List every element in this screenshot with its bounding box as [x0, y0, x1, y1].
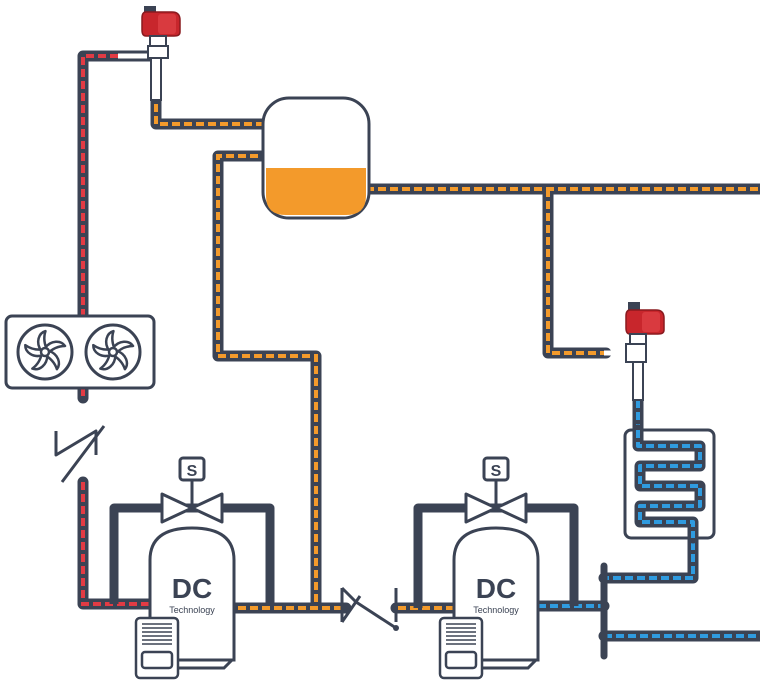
check-valve-icon [340, 586, 399, 631]
liquid-flow-top [154, 104, 268, 126]
solenoid-label: S [187, 463, 198, 480]
solenoid-valve-icon: S [464, 456, 528, 524]
expansion-valve-icon [141, 6, 181, 101]
compressor-subtitle: Technology [473, 605, 519, 615]
receiver-liquid-level [266, 168, 366, 215]
condenser-unit [4, 314, 156, 390]
fan-icon [84, 323, 142, 381]
check-valve-icon [54, 425, 106, 483]
liquid-flow-loop [216, 154, 318, 604]
compressor-group-1: S DC Technology [109, 456, 275, 680]
suction-flow-coil-out [606, 530, 695, 580]
compressor-brand: DC [172, 573, 212, 604]
expansion-valve-icon [625, 302, 665, 401]
compressor-icon: DC Technology [438, 526, 540, 680]
coil-flow [636, 430, 702, 538]
compressor-icon: DC Technology [134, 526, 236, 680]
solenoid-label: S [491, 463, 502, 480]
inverter-box [438, 616, 484, 680]
suction-pipe-header [518, 600, 760, 642]
fan-icon [16, 323, 74, 381]
discharge-line [77, 50, 166, 610]
discharge-flow [81, 54, 155, 606]
solenoid-valve-icon: S [160, 456, 224, 524]
evaporator-coil [623, 424, 716, 544]
liquid-flow-right [366, 187, 760, 355]
compressor-subtitle: Technology [169, 605, 215, 615]
compressor-group-2: S DC Technology [413, 456, 579, 680]
liquid-pipe-right [360, 183, 760, 359]
liquid-pipe-top [150, 94, 274, 130]
compressor-brand: DC [476, 573, 516, 604]
liquid-receiver [261, 96, 371, 220]
inverter-box [134, 616, 180, 680]
